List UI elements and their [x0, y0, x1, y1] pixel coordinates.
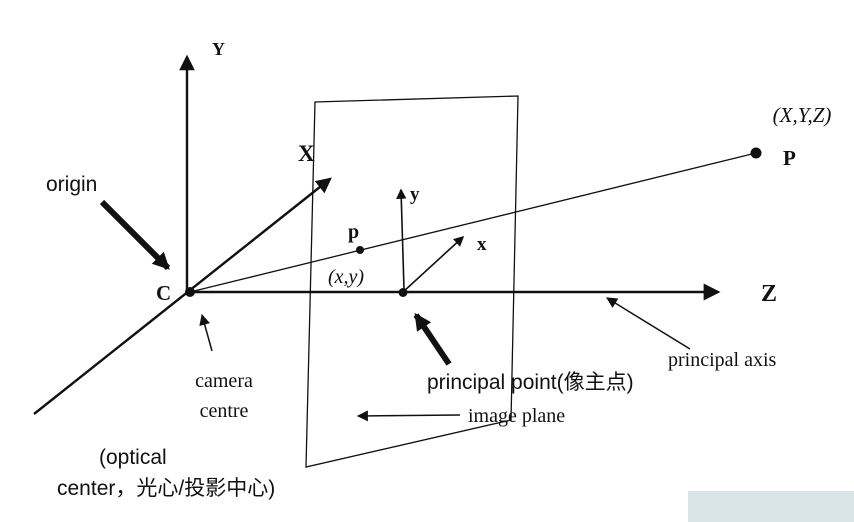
image-plane-arrow: [356, 410, 461, 422]
optical-center-label-line1: (optical: [99, 446, 167, 469]
plane-x-axis-line: [402, 235, 465, 293]
camera-centre-label-line1: camera: [195, 370, 253, 392]
principal-point-dot: [398, 288, 408, 297]
image-point-coords: (x,y): [328, 266, 364, 288]
world-point-label: P: [783, 146, 796, 170]
x-axis-label: X: [298, 141, 315, 166]
plane-y-axis-label: y: [410, 184, 420, 205]
origin-arrow: [99, 199, 171, 271]
camera-centre-arrow: [199, 313, 213, 352]
image-plane-outline: [305, 95, 519, 468]
z-axis-label: Z: [761, 281, 777, 307]
principal-axis-arrow: [606, 297, 691, 350]
origin-label: origin: [46, 173, 97, 196]
projection-ray-line: [189, 152, 757, 293]
world-point-coords: (X,Y,Z): [773, 103, 832, 127]
plane-y-axis-line: [396, 188, 407, 290]
optical-center-label-line2: center，光心/投影中心): [57, 477, 275, 500]
image-plane-label: image plane: [468, 405, 565, 427]
image-point-label: p: [348, 221, 359, 243]
world-point-dot: [750, 147, 762, 159]
watermark-box: [688, 491, 854, 522]
image-point-dot: [356, 246, 364, 254]
camera-centre-label-line2: centre: [200, 400, 249, 422]
principal-point-arrow: [413, 312, 452, 366]
camera-center-dot: [185, 287, 195, 297]
y-axis-label: Y: [212, 39, 225, 59]
plane-x-axis-label: x: [477, 234, 487, 255]
principal-point-label: principal point(像主点): [427, 371, 634, 394]
camera-center-label: C: [156, 281, 171, 305]
principal-axis-label: principal axis: [668, 349, 777, 371]
x-axis-line: [33, 177, 332, 415]
